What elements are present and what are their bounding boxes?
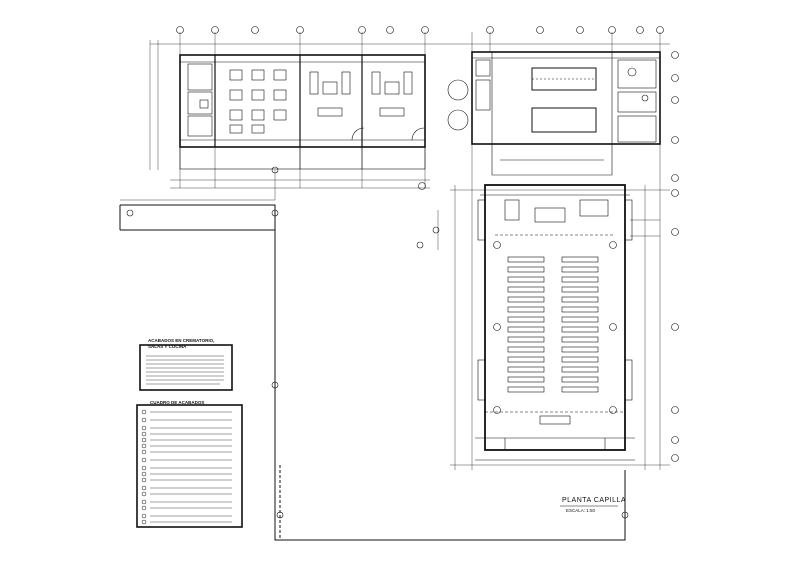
site-boundary bbox=[119, 204, 626, 541]
chapel-columns bbox=[493, 241, 617, 414]
cuadro-acabados-heading: CUADRO DE ACABADOS bbox=[150, 400, 205, 405]
drawing-title: PLANTA CAPILLA bbox=[562, 497, 627, 504]
drawing-scale: ESCALA: 1:50 bbox=[566, 508, 596, 513]
pews bbox=[507, 256, 599, 393]
left-wing bbox=[179, 54, 426, 170]
notes-boxes bbox=[136, 344, 243, 528]
acabados-note-heading: ACABADOS EN CREMATORIO, SALAS Y COCINA bbox=[148, 338, 215, 349]
right-wing bbox=[447, 51, 661, 176]
chapel bbox=[475, 184, 635, 461]
cafeteria-tables bbox=[229, 69, 287, 134]
dimension-lines bbox=[120, 32, 670, 470]
grid-bubbles bbox=[126, 26, 679, 519]
